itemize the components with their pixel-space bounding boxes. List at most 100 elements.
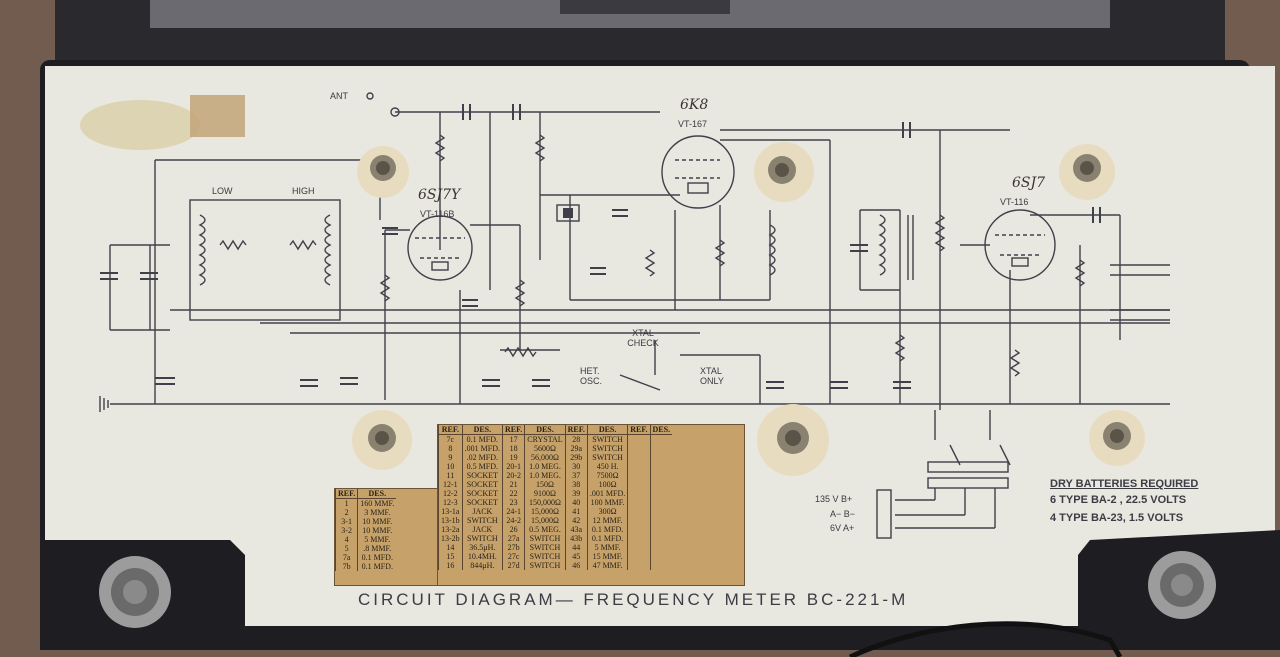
table-cell: 16 [438,561,463,570]
table-cell [649,516,673,525]
tube1-handwritten: 6SJ7Y [418,187,461,203]
table-cell: 0.1 MFD. [586,534,628,543]
table-cell [649,462,673,471]
table-header: DES. [586,425,628,435]
table-cell: 17 [502,434,525,444]
table-cell: 2 [334,508,358,517]
table-cell: 7500Ω [586,471,628,480]
table-cell: 10.4MH. [461,552,503,561]
antenna-label: ANT [330,91,348,101]
table-cell [627,444,651,453]
table-cell [627,543,651,552]
table-cell: 14 [438,543,463,552]
table-cell: 44 [564,543,588,552]
batteries-heading: DRY BATTERIES REQUIRED [1050,478,1199,490]
table-cell [649,561,673,570]
table-cell: 1.0 MEG. [524,471,566,480]
table-cell: 0.1 MFD. [461,434,503,444]
table-cell: 3-1 [334,517,358,526]
table-cell [649,480,673,489]
table-cell: 20-1 [502,462,525,471]
table-cell: SOCKET [461,489,503,498]
table-cell: 5 MMF. [357,535,397,544]
table-cell: 13-2a [438,525,463,534]
table-cell: .001 MFD. [461,444,503,453]
table-cell: SOCKET [461,498,503,507]
table-cell: SWITCH [524,561,566,570]
table-cell: 13-1b [438,516,463,525]
table-cell: 40 [564,498,588,507]
table-cell [649,552,673,561]
table-cell [627,516,651,525]
table-cell: 43b [564,534,588,543]
table-cell: 15 [438,552,463,561]
table-cell: SOCKET [461,480,503,489]
batteries-line2: 4 TYPE BA-23, 1.5 VOLTS [1050,512,1184,524]
table-cell: 27a [502,534,525,543]
label-residue [190,95,245,137]
table-cell: 27d [502,561,525,570]
table-cell: 7a [334,553,358,562]
table-cell [627,507,651,516]
table-cell: 29a [564,444,588,453]
table-cell: SWITCH [524,534,566,543]
table-cell: 7b [334,562,358,571]
tube1-type: VT-116B [420,209,455,219]
panel-screws [99,142,1216,628]
table-cell: 43a [564,525,588,534]
table-cell: .8 MMF. [357,544,397,553]
table-cell: 150Ω [524,480,566,489]
table-cell: 38 [564,480,588,489]
table-cell [627,462,651,471]
a-minus-label: A− B− [830,509,856,519]
table-cell [649,534,673,543]
table-cell: 9 [438,453,463,462]
table-cell: SOCKET [461,471,503,480]
table-cell: 18 [502,444,525,453]
tube3-handwritten: 6SJ7 [1012,175,1046,191]
table-cell: 100 MMF. [586,498,628,507]
table-cell: 7c [438,434,463,444]
table-cell: 24-1 [502,507,525,516]
table-cell: SWITCH [586,444,628,453]
table-cell: 26 [502,525,525,534]
table-cell: 11 [438,471,463,480]
tube3-type: VT-116 [1000,197,1029,207]
table-cell: 29b [564,453,588,462]
table-cell: 5600Ω [524,444,566,453]
table-header: REF. [334,489,358,499]
table-cell [649,543,673,552]
table-cell: 10 [438,462,463,471]
table-cell [649,507,673,516]
table-cell: 0.1 MFD. [586,525,628,534]
table-cell: 36.5μH. [461,543,503,552]
table-header: DES. [649,425,673,435]
table-cell: 12 MMF. [586,516,628,525]
table-cell: 10 MMF. [357,526,397,535]
table-cell [649,434,673,444]
table-header: DES. [461,425,503,435]
tube2-type: VT-167 [678,119,708,129]
table-cell [627,453,651,462]
table-cell: 100Ω [586,480,628,489]
table-cell: 150,000Ω [524,498,566,507]
table-cell: 23 [502,498,525,507]
table-cell: 844μH. [461,561,503,570]
table-cell: 46 [564,561,588,570]
table-cell: 0.5 MFD. [461,462,503,471]
table-header: REF. [627,425,651,435]
table-cell: 0.1 MFD. [357,562,397,571]
